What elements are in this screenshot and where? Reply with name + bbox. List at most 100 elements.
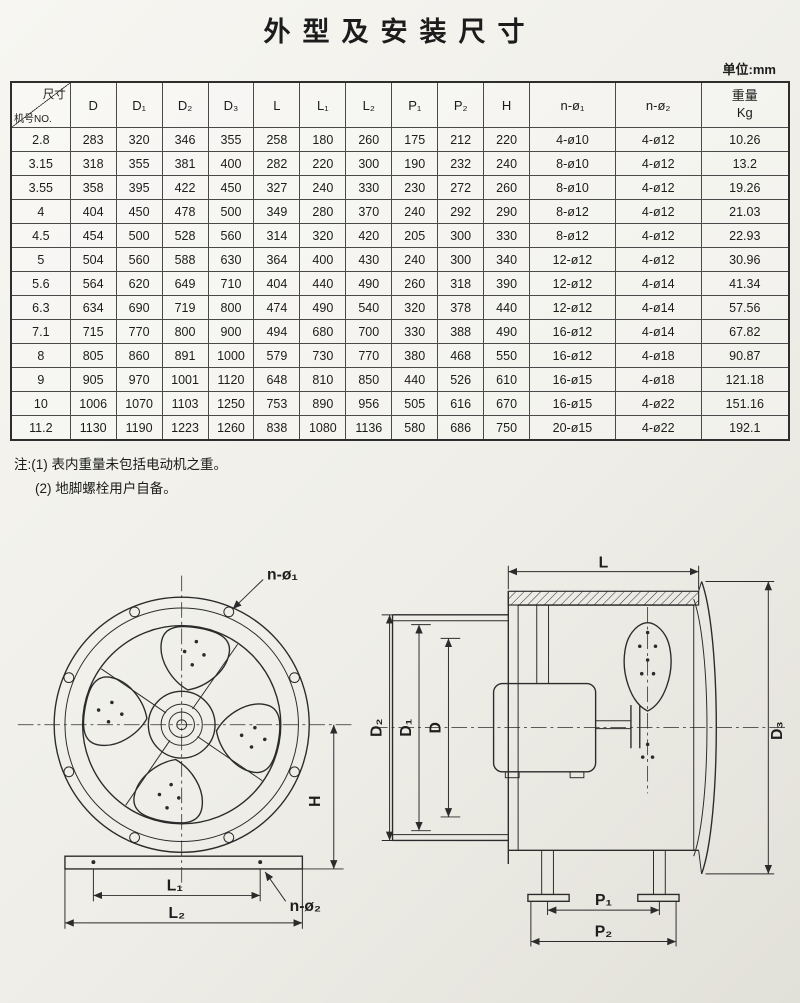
header-row: 尺寸 机号NO. D D₁ D₂ D₃ L L₁ L₂ P₁ P₂ H n-ø₁… xyxy=(10,81,790,128)
dimension-cell: 19.26 xyxy=(700,175,790,200)
dimension-cell: 490 xyxy=(483,319,531,344)
dimension-cell: 800 xyxy=(161,319,209,344)
dimension-cell: 670 xyxy=(483,391,531,416)
side-view-dimensions xyxy=(381,565,775,947)
dimension-cell: 490 xyxy=(345,271,393,296)
dimension-cell: 420 xyxy=(345,223,393,248)
dimension-cell: 330 xyxy=(483,223,531,248)
dimension-cell: 4-ø18 xyxy=(614,367,702,392)
dimension-cell: 616 xyxy=(437,391,485,416)
dimension-cell: 12-ø12 xyxy=(529,295,616,320)
dimension-cell: 349 xyxy=(253,199,301,224)
dimension-cell: 1130 xyxy=(69,415,117,441)
dimension-cell: 30.96 xyxy=(700,247,790,272)
dimension-cell: 16-ø15 xyxy=(529,367,616,392)
dimension-cell: 16-ø15 xyxy=(529,391,616,416)
dimension-cell: 355 xyxy=(207,127,255,152)
dimension-cell: 13.2 xyxy=(700,151,790,176)
dimension-cell: 4-ø12 xyxy=(614,247,702,272)
dimension-cell: 400 xyxy=(207,151,255,176)
dimension-cell: 272 xyxy=(437,175,485,200)
dimension-cell: 805 xyxy=(69,343,117,368)
dimension-cell: 260 xyxy=(345,127,393,152)
dimension-cell: 440 xyxy=(483,295,531,320)
hub-struts xyxy=(100,643,263,806)
dimension-cell: 454 xyxy=(69,223,117,248)
dimension-cell: 212 xyxy=(437,127,485,152)
dimension-cell: 1070 xyxy=(115,391,163,416)
dimension-cell: 680 xyxy=(299,319,347,344)
col-header-D: D xyxy=(69,81,117,128)
model-no-cell: 5 xyxy=(10,247,71,272)
d3-label: D₃ xyxy=(769,721,786,740)
dimension-cell: 686 xyxy=(437,415,485,441)
dimension-cell: 8-ø12 xyxy=(529,223,616,248)
dimension-cell: 300 xyxy=(345,151,393,176)
dimension-cell: 905 xyxy=(69,367,117,392)
dimension-cell: 340 xyxy=(483,247,531,272)
dimension-cell: 355 xyxy=(115,151,163,176)
dimension-cell: 240 xyxy=(483,151,531,176)
col-header-L: L xyxy=(253,81,301,128)
dimension-cell: 390 xyxy=(483,271,531,296)
dimension-cell: 440 xyxy=(391,367,439,392)
model-no-cell: 7.1 xyxy=(10,319,71,344)
dimension-cell: 290 xyxy=(483,199,531,224)
dimension-cell: 258 xyxy=(253,127,301,152)
n-phi2-label: n-ø₂ xyxy=(290,898,321,915)
dimension-cell: 4-ø12 xyxy=(614,223,702,248)
dimension-cell: 380 xyxy=(391,343,439,368)
dimension-cell: 450 xyxy=(207,175,255,200)
p1-label: P₁ xyxy=(595,892,612,909)
dimension-cell: 1260 xyxy=(207,415,255,441)
d-label: D xyxy=(428,722,445,733)
h-label: H xyxy=(307,795,324,806)
dimension-cell: 282 xyxy=(253,151,301,176)
dimension-cell: 730 xyxy=(299,343,347,368)
dimension-cell: 564 xyxy=(69,271,117,296)
notes: 注:(1) 表内重量未包括电动机之重。 (2) 地脚螺栓用户自备。 xyxy=(14,453,788,502)
dimension-cell: 430 xyxy=(345,247,393,272)
dimension-cell: 12-ø12 xyxy=(529,247,616,272)
dimension-cell: 318 xyxy=(69,151,117,176)
corner-top-label: 尺寸 xyxy=(42,89,66,101)
units-label: 单位:mm xyxy=(722,62,776,77)
dimension-cell: 90.87 xyxy=(700,343,790,368)
dimension-cell: 404 xyxy=(69,199,117,224)
dimension-cell: 232 xyxy=(437,151,485,176)
dimension-cell: 16-ø12 xyxy=(529,319,616,344)
dimension-cell: 580 xyxy=(391,415,439,441)
col-header-D3: D₃ xyxy=(207,81,255,128)
dimension-cell: 4-ø14 xyxy=(614,319,702,344)
dimension-cell: 690 xyxy=(115,295,163,320)
dimension-cell: 504 xyxy=(69,247,117,272)
dimension-cell: 280 xyxy=(299,199,347,224)
dimension-cell: 22.93 xyxy=(700,223,790,248)
col-header-L2: L₂ xyxy=(345,81,393,128)
dimension-cell: 649 xyxy=(161,271,209,296)
dimension-cell: 770 xyxy=(115,319,163,344)
dimension-cell: 1136 xyxy=(345,415,393,441)
dimension-cell: 260 xyxy=(483,175,531,200)
dimension-cell: 634 xyxy=(69,295,117,320)
dimension-cell: 220 xyxy=(483,127,531,152)
dimension-cell: 528 xyxy=(161,223,209,248)
motor xyxy=(493,604,641,778)
front-view-drawing: n-ø₁ H L₁ n-ø₂ L₂ xyxy=(17,566,356,929)
model-no-cell: 2.8 xyxy=(10,127,71,152)
drawings: n-ø₁ H L₁ n-ø₂ L₂ xyxy=(10,552,790,972)
dimension-cell: 800 xyxy=(207,295,255,320)
weight-unit-label: Kg xyxy=(736,105,753,120)
dimension-cell: 230 xyxy=(391,175,439,200)
dimension-cell: 190 xyxy=(391,151,439,176)
dimension-cell: 378 xyxy=(437,295,485,320)
dimension-cell: 860 xyxy=(115,343,163,368)
dimension-cell: 220 xyxy=(299,151,347,176)
dimension-cell: 180 xyxy=(299,127,347,152)
